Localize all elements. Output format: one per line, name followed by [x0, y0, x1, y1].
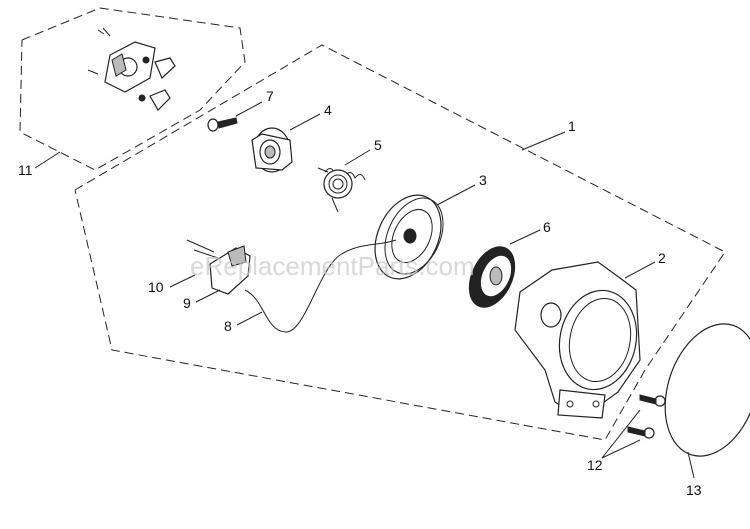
- callout-7: 7: [266, 88, 274, 104]
- callout-9: 9: [183, 295, 191, 311]
- callout-3: 3: [479, 172, 487, 188]
- callout-10: 10: [148, 279, 164, 295]
- callout-12: 12: [587, 457, 603, 473]
- watermark: eReplacementParts.com: [190, 251, 475, 281]
- callout-8: 8: [224, 318, 232, 334]
- part-6-spring-housing: [468, 246, 516, 308]
- part-4-hub: [251, 127, 293, 173]
- part-12-screws: [627, 394, 666, 439]
- callout-5: 5: [374, 137, 382, 153]
- part-3-pulley: [374, 194, 444, 280]
- parts-8-9-10-rope-handle: [186, 239, 397, 333]
- assembly-11-outline: [19, 7, 246, 171]
- callout-4: 4: [324, 102, 332, 118]
- callout-1: 1: [568, 118, 576, 134]
- assembly-1-outline: [74, 44, 726, 441]
- callout-2: 2: [658, 250, 666, 266]
- pawl-kit-parts: [87, 27, 176, 111]
- part-13-decal: [664, 323, 750, 457]
- leader-lines: [34, 101, 695, 479]
- callout-6: 6: [543, 219, 551, 235]
- part-7-screw: [207, 117, 238, 132]
- part-5-spring: [317, 167, 366, 213]
- part-2-housing: [514, 261, 641, 419]
- callout-13: 13: [686, 482, 702, 498]
- callout-11: 11: [18, 162, 33, 178]
